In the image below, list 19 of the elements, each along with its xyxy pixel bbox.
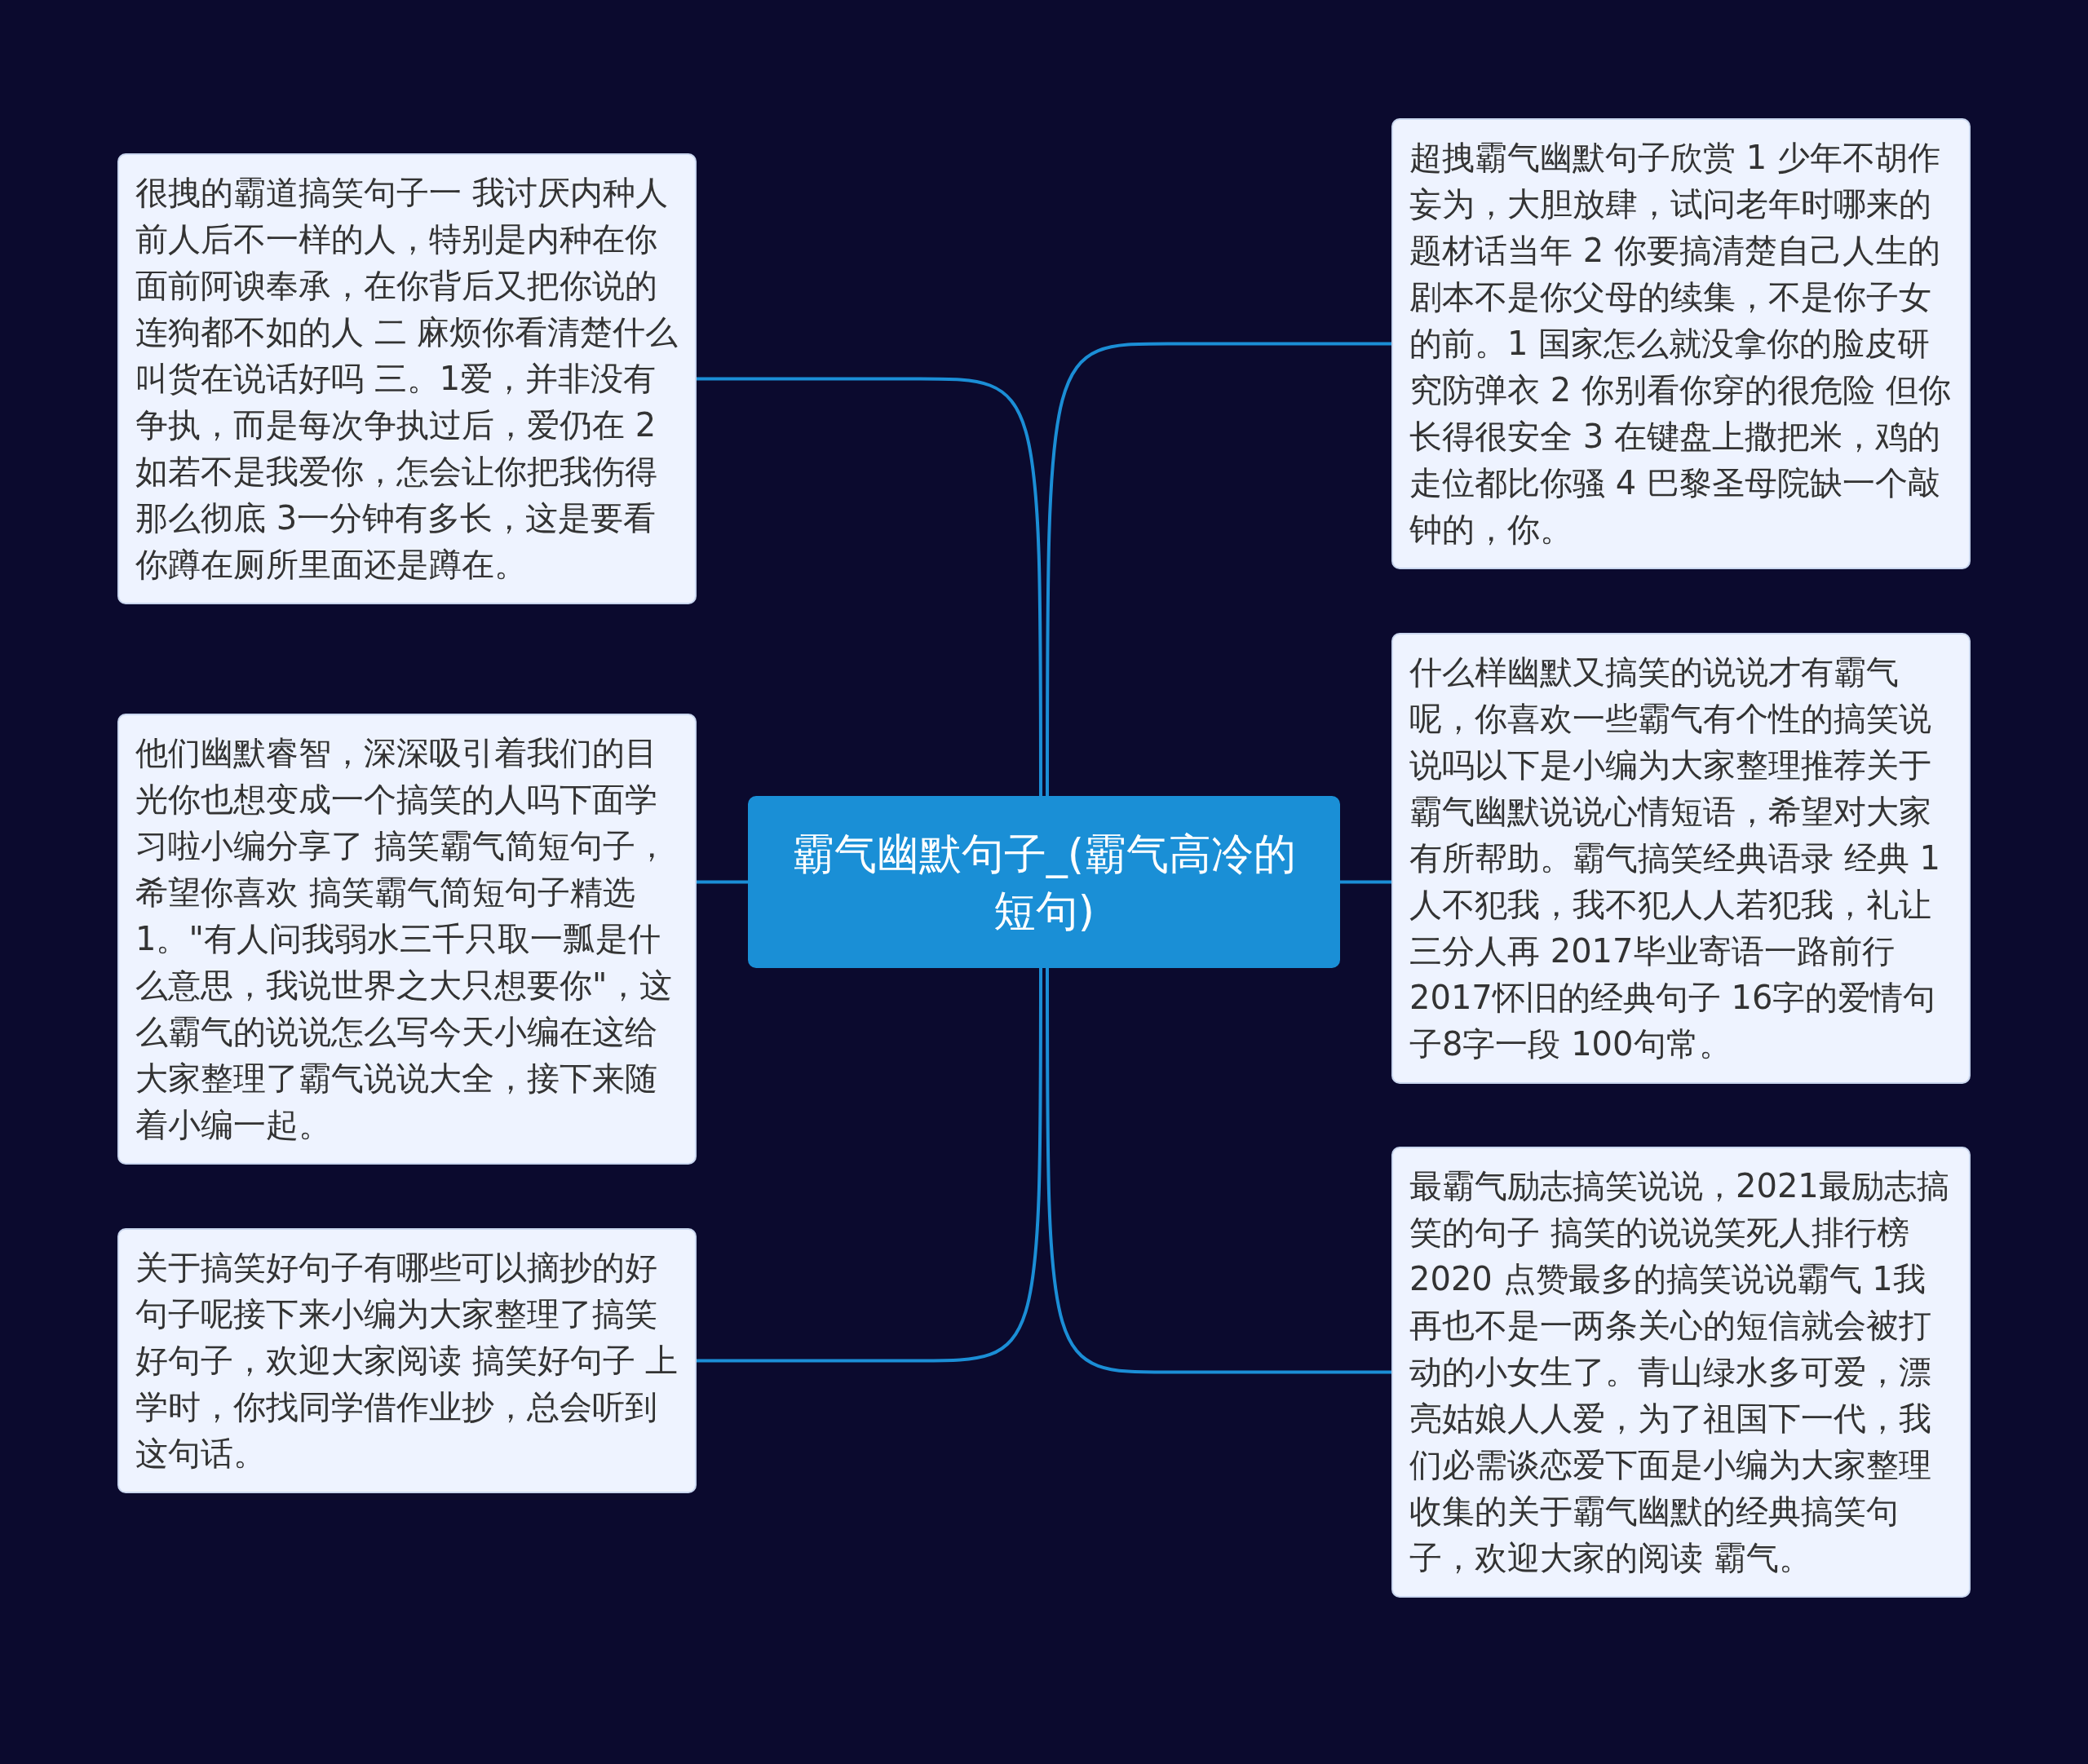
topic-text: 他们幽默睿智，深深吸引着我们的目光你也想变成一个搞笑的人吗下面学习啦小编分享了 搞笑霸气简短句子，希望你喜欢 搞笑霸气简短句子精选 1。"有人问我弱水三千只取一瓢是什么意思，我说世界之大只想要你"，这么霸气的说说怎么写今天小编在这给大家整理了霸气说说大全，接下来随着小编一起。	[135, 734, 673, 1143]
connector-line	[697, 880, 748, 884]
topic-title: 霸气幽默句子_(霸气高冷的短句)	[790, 828, 1298, 937]
topic-text: 最霸气励志搞笑说说，2021最励志搞笑的句子 搞笑的说说笑死人排行榜2020 点赞最多的搞笑说说霸气 1我再也不是一两条关心的短信就会被打动的小女生了。青山绿水多可爱，漂亮姑娘人人爱，为了祖国下一代，我们必需谈恋爱下面是小编为大家整理收集的关于霸气幽默的经典搞笑句子，欢迎大家的阅读 霸气。	[1409, 1167, 1949, 1576]
connector-line	[697, 377, 1042, 796]
topic-card	[1391, 1147, 1971, 1598]
topic-card	[117, 1228, 697, 1493]
topic-card	[1391, 118, 1971, 569]
topic-card	[117, 714, 697, 1165]
topic-card	[1391, 633, 1971, 1084]
topic-text: 超拽霸气幽默句子欣赏 1 少年不胡作妄为，大胆放肆，试问老年时哪来的题材话当年 2 你要搞清楚自己人生的剧本不是你父母的续集，不是你子女的前。1 国家怎么就没拿你的脸皮研究防弹衣 2 你别看你穿的很危险 但你长得很安全 3 在键盘上撒把米，鸡的走位都比你骚 4 巴黎圣母院缺一个敲钟的，你。	[1409, 139, 1951, 548]
connector-line	[1340, 880, 1391, 884]
connector-line	[697, 968, 1042, 1363]
topic-text: 什么样幽默又搞笑的说说才有霸气呢，你喜欢一些霸气有个性的搞笑说说吗以下是小编为大家整理推荐关于霸气幽默说说心情短语，希望对大家有所帮助。霸气搞笑经典语录 经典 1 人不犯我，我不犯人人若犯我，礼让三分人再 2017毕业寄语一路前行 2017怀旧的经典句子 16字的爱情句子8字一段 100句常。	[1409, 653, 1940, 1063]
connector-line	[1046, 968, 1391, 1374]
topic-text: 关于搞笑好句子有哪些可以摘抄的好句子呢接下来小编为大家整理了搞笑好句子，欢迎大家阅读 搞笑好句子 上学时，你找同学借作业抄，总会听到这句话。	[135, 1249, 679, 1472]
topic-text: 很拽的霸道搞笑句子一 我讨厌内种人前人后不一样的人，特别是内种在你面前阿谀奉承，在你背后又把你说的连狗都不如的人 二 麻烦你看清楚什么叫货在说话好吗 三。1爱，并非没有争执，而是每次争执过后，爱仍在 2如若不是我爱你，怎会让你把我伤得那么彻底 3一分钟有多长，这是要看你蹲在厕所里面还是蹲在。	[135, 174, 679, 583]
central-topic-box	[748, 796, 1340, 968]
connector-line	[1046, 342, 1391, 796]
